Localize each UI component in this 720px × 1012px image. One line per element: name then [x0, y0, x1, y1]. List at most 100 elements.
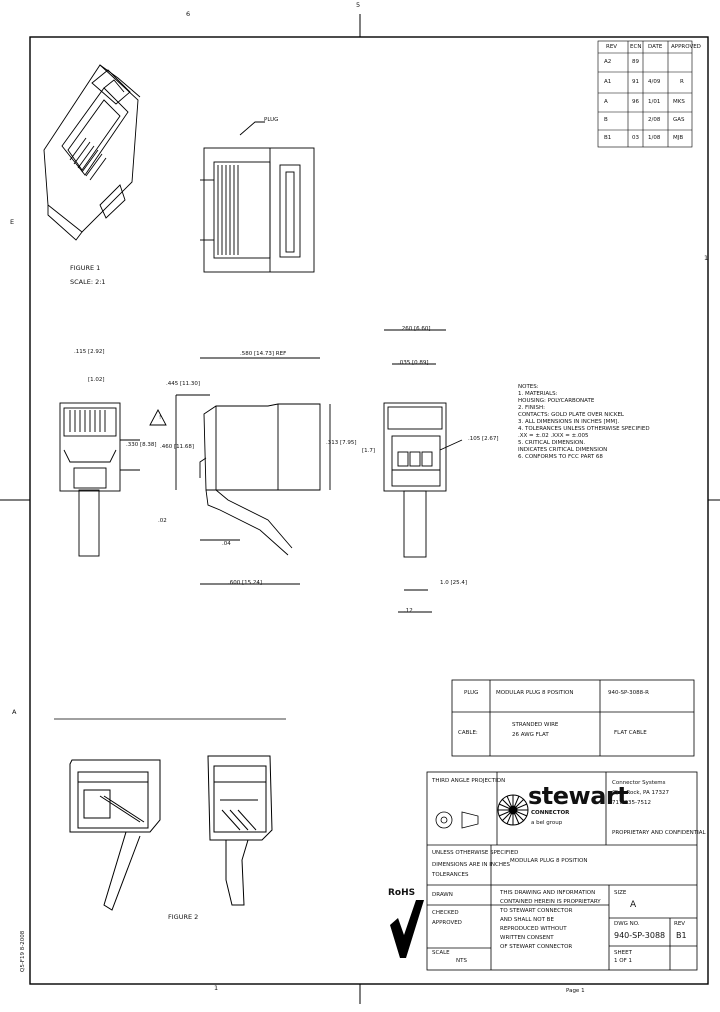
block-label: APPROVED: [432, 920, 462, 926]
dimension-text: .313 [7.95]: [326, 440, 357, 446]
dimension-text: [1.7]: [362, 448, 376, 454]
page-number: Page 1: [566, 988, 585, 994]
rev-cell: 1/08: [648, 135, 661, 141]
figure1-label: FIGURE 1: [70, 264, 101, 272]
company-address: Connector Systems: [612, 780, 666, 786]
dimension-text: [1.02]: [88, 377, 105, 383]
rev-label: REV: [674, 921, 686, 927]
rev-header: APPROVED: [671, 44, 701, 50]
rev-cell: R: [680, 79, 684, 85]
dimension-text: .580 [14.73] REF: [240, 351, 287, 357]
proprietary-text: TO STEWART CONNECTOR: [500, 908, 573, 914]
grid-mark-right: 1: [704, 254, 709, 262]
proprietary-text: CONTAINED HEREIN IS PROPRIETARY: [500, 899, 601, 905]
rev-header: REV: [606, 44, 618, 50]
grid-mark-left: A: [12, 708, 17, 716]
top-view-callout: PLUG: [264, 117, 279, 123]
rev-cell: B: [604, 117, 608, 123]
tolerance-note: DIMENSIONS ARE IN INCHES: [432, 862, 510, 868]
dimension-text: .12: [404, 608, 413, 614]
dimension-text: .115 [2.92]: [74, 349, 105, 355]
rev-cell: 4/09: [648, 79, 661, 85]
proprietary-text: OF STEWART CONNECTOR: [500, 944, 573, 950]
end-view-plug: [383, 329, 463, 613]
proprietary-note: PROPRIETARY AND CONFIDENTIAL: [612, 830, 706, 836]
proprietary-text: THIS DRAWING AND INFORMATION: [500, 890, 596, 896]
company-logo-icon: [497, 794, 529, 826]
spec-label: PLUG: [464, 690, 479, 696]
top-view-plug: [200, 121, 315, 273]
rev-header: ECN: [630, 44, 642, 50]
sheet-value: 1 OF 1: [614, 958, 632, 964]
rev-cell: 03: [632, 135, 639, 141]
grid-mark-top: 5: [356, 1, 361, 9]
size-label: SIZE: [614, 890, 627, 896]
rev-value: B1: [676, 931, 687, 940]
sheet-border: [29, 36, 709, 985]
side-view-plug: [149, 357, 331, 585]
rev-cell: MJB: [673, 135, 684, 141]
spec-label: CABLE:: [458, 730, 478, 736]
note-line: .XX = ±.02 .XXX = ±.005: [518, 433, 589, 439]
critical-mark: !: [159, 415, 162, 421]
rev-cell: 96: [632, 99, 639, 105]
rohs-check-icon: [390, 900, 424, 958]
scale-value: NTS: [456, 958, 467, 964]
note-line: HOUSING: POLYCARBONATE: [518, 398, 595, 404]
dimension-text: 1.0 [25.4]: [440, 580, 468, 586]
spec-text: MODULAR PLUG 8 POSITION: [496, 690, 574, 696]
figure1-scale: SCALE: 2:1: [70, 278, 106, 286]
tolerance-note: UNLESS OTHERWISE SPECIFIED: [432, 850, 519, 856]
notes-block: NOTES: 1. MATERIALS: HOUSING: POLYCARBON…: [518, 384, 698, 461]
grid-mark-bottom: 1: [214, 984, 219, 992]
figure2-plugs: [69, 755, 273, 911]
company-sub2: a bel group: [531, 820, 563, 826]
company-logo-text: stewart: [528, 782, 629, 810]
dimension-text: .600 [15.24]: [228, 580, 263, 586]
title-block-lines: [426, 771, 698, 971]
company-sub: CONNECTOR: [531, 810, 570, 816]
dimension-text: .445 [11.30]: [166, 381, 201, 387]
dwg-number: 940-SP-3088: [614, 931, 666, 940]
dimension-text: .105 [2.67]: [468, 436, 499, 442]
dimension-text: .035 [0.89]: [398, 360, 429, 366]
dwg-label: DWG NO.: [614, 921, 640, 927]
projection-label: THIRD ANGLE PROJECTION: [432, 778, 506, 784]
note-line: 1. MATERIALS:: [518, 391, 558, 397]
grid-mark-top: 6: [186, 10, 191, 18]
spec-part-number: 940-SP-3088-R: [608, 690, 649, 696]
block-label: CHECKED: [432, 910, 459, 916]
dimension-text: .330 [8.38]: [126, 442, 157, 448]
note-line: INDICATES CRITICAL DIMENSION: [518, 447, 608, 453]
note-line: 5. CRITICAL DIMENSION.: [518, 440, 586, 446]
dimension-text: .460 [11.68]: [160, 444, 195, 450]
iso-plug-drawing: [43, 64, 141, 241]
rohs-label: RoHS: [388, 888, 416, 898]
note-line: CONTACTS: GOLD PLATE OVER NICKEL: [518, 412, 625, 418]
rev-cell: 89: [632, 59, 639, 65]
rev-cell: A: [604, 99, 608, 105]
scale-label: SCALE: [432, 950, 450, 956]
rev-cell: A1: [604, 79, 612, 85]
company-address: Glen Rock, PA 17327: [612, 790, 670, 796]
rev-cell: 1/01: [648, 99, 661, 105]
grid-mark-left: E: [10, 218, 15, 226]
note-line: 4. TOLERANCES UNLESS OTHERWISE SPECIFIED: [518, 426, 650, 432]
spec-text: 26 AWG FLAT: [512, 732, 549, 738]
revision-table-lines: [597, 40, 693, 148]
rev-cell: A2: [604, 59, 612, 65]
company-address: 717-235-7512: [612, 800, 651, 806]
rev-cell: 91: [632, 79, 639, 85]
spec-part-number: FLAT CABLE: [614, 730, 647, 736]
proprietary-text: AND SHALL NOT BE: [500, 917, 554, 923]
rev-cell: 2/08: [648, 117, 661, 123]
spec-text: STRANDED WIRE: [512, 722, 559, 728]
drawing-title: MODULAR PLUG 8 POSITION: [510, 858, 588, 864]
dimension-text: .02: [158, 518, 167, 524]
proprietary-text: WRITTEN CONSENT: [500, 935, 554, 941]
proprietary-text: REPRODUCED WITHOUT: [500, 926, 567, 932]
notes-title: NOTES:: [518, 384, 539, 390]
sheet-label: SHEET: [614, 950, 632, 956]
block-label: DRAWN: [432, 892, 453, 898]
